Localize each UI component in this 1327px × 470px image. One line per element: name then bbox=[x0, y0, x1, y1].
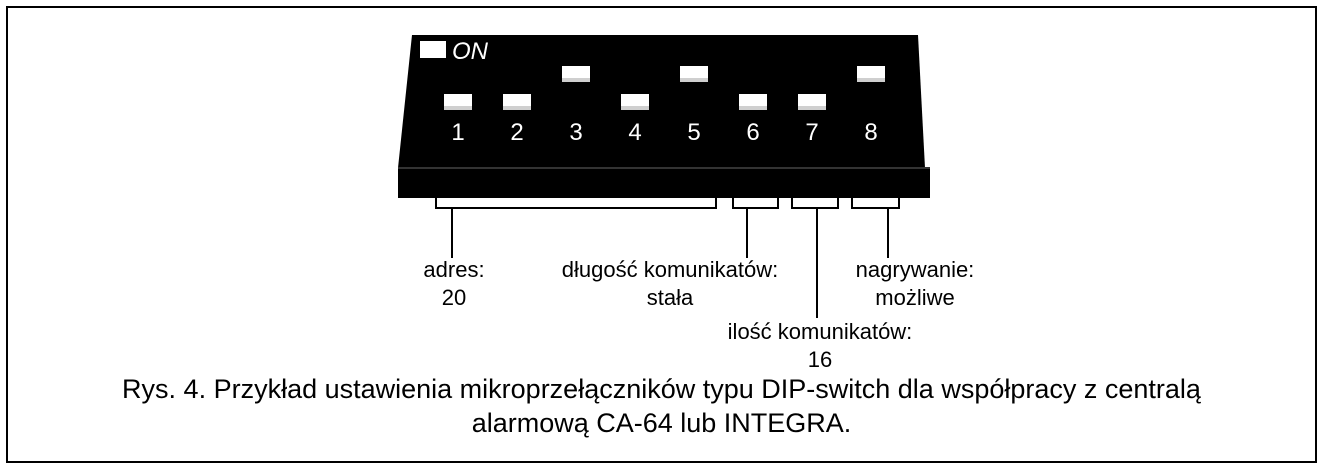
bracket-recording bbox=[851, 177, 900, 209]
switch-6-number: 6 bbox=[746, 119, 759, 146]
switch-5-lever-shade bbox=[680, 78, 708, 82]
address-label: adres: bbox=[423, 257, 485, 282]
dip-switch-base bbox=[398, 168, 930, 198]
switch-4-lever-shade bbox=[621, 106, 649, 110]
bracket-length bbox=[732, 177, 779, 209]
caption-line-2: alarmową CA-64 lub INTEGRA. bbox=[471, 408, 852, 438]
message-length-value: stała bbox=[646, 285, 694, 310]
message-count-value: 16 bbox=[807, 347, 833, 372]
on-label: ON bbox=[452, 38, 489, 65]
recording-value: możliwe bbox=[875, 285, 955, 310]
switch-2-lever-shade bbox=[503, 106, 531, 110]
switch-3-number: 3 bbox=[569, 119, 582, 146]
switch-1-number: 1 bbox=[451, 119, 464, 146]
switch-6-lever-shade bbox=[739, 106, 767, 110]
switch-1-lever-shade bbox=[444, 106, 472, 110]
message-count-label: ilość komunikatów: bbox=[727, 319, 913, 344]
bracket-count bbox=[791, 177, 839, 209]
caption-line-1: Rys. 4. Przykład ustawienia mikroprzełąc… bbox=[122, 374, 1201, 404]
switch-8-lever-shade bbox=[857, 78, 885, 82]
switch-7-number: 7 bbox=[805, 119, 818, 146]
address-value: 20 bbox=[441, 285, 467, 310]
recording-label: nagrywanie: bbox=[855, 257, 975, 282]
switch-8-number: 8 bbox=[864, 119, 877, 146]
dip-switch-body bbox=[398, 35, 925, 168]
on-indicator-square bbox=[420, 41, 446, 58]
figure-frame bbox=[6, 6, 1317, 463]
switch-4-number: 4 bbox=[628, 119, 641, 146]
figure-caption: Rys. 4. Przykład ustawienia mikroprzełąc… bbox=[6, 372, 1317, 440]
switch-7-lever-shade bbox=[798, 106, 826, 110]
switch-3-lever-shade bbox=[562, 78, 590, 82]
switch-5-number: 5 bbox=[687, 119, 700, 146]
bracket-address bbox=[435, 177, 717, 209]
switch-2-number: 2 bbox=[510, 119, 523, 146]
message-length-label: długość komunikatów: bbox=[561, 257, 779, 282]
